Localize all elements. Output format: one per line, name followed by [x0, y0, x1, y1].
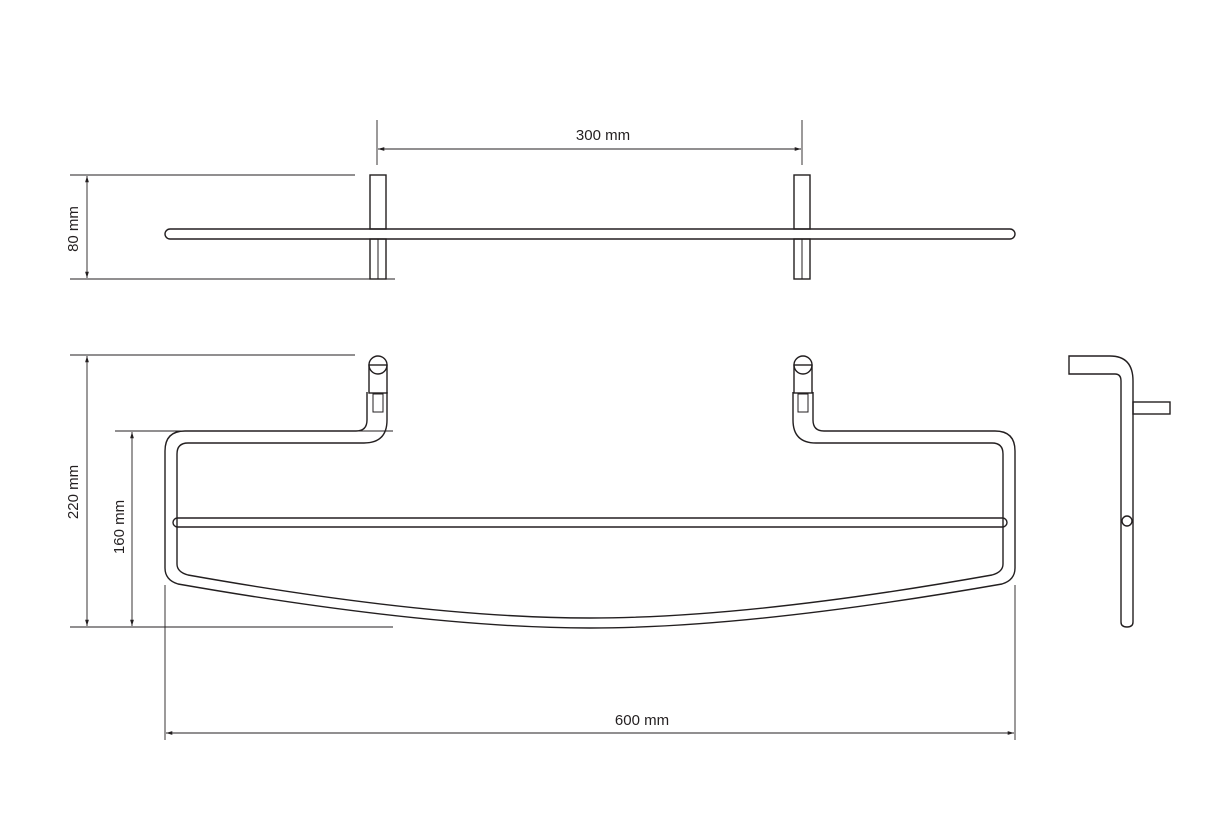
right-mount-top-view	[793, 174, 811, 280]
label-80mm: 80 mm	[65, 206, 82, 252]
shelf-frame-inner	[176, 392, 1004, 619]
dimension-160	[115, 430, 393, 626]
front-bar	[172, 517, 1008, 528]
front-view	[70, 354, 1016, 740]
side-view	[1068, 355, 1171, 628]
right-mount-front-view	[793, 355, 813, 413]
side-profile	[1068, 355, 1134, 628]
left-mount-front-view	[368, 355, 388, 413]
dimension-300	[376, 120, 803, 165]
top-rail	[164, 228, 1016, 240]
label-300mm: 300 mm	[576, 127, 630, 144]
dimension-80	[70, 174, 395, 280]
label-600mm: 600 mm	[615, 712, 669, 729]
side-front-bar	[1121, 515, 1133, 527]
label-220mm: 220 mm	[65, 465, 82, 519]
dimension-600	[164, 585, 1016, 740]
left-mount-top-view	[369, 174, 387, 280]
top-view	[70, 120, 1016, 280]
side-wall-mount	[1132, 401, 1171, 415]
dimension-220	[70, 354, 393, 628]
shelf-frame-outer	[164, 392, 1016, 629]
label-160mm: 160 mm	[111, 500, 128, 554]
